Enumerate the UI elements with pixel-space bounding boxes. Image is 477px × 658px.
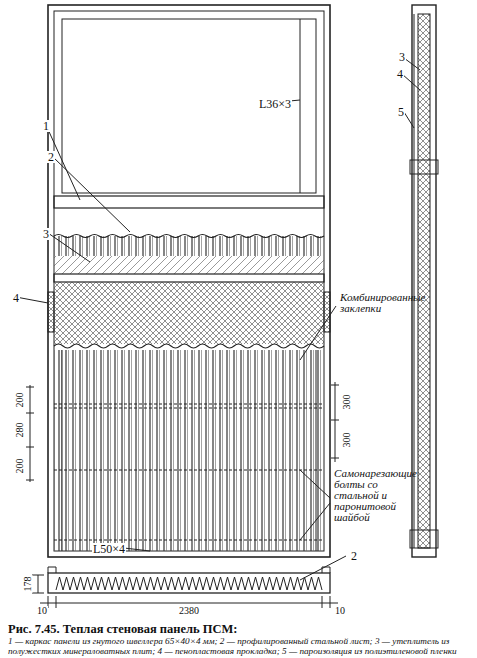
torn-edge: [54, 344, 324, 348]
angle-size: L36×3: [258, 98, 292, 110]
callout-number: 4: [12, 292, 20, 304]
callout-number: 2: [47, 151, 55, 163]
dimension: 280: [15, 422, 25, 439]
dimension: 2380: [178, 606, 200, 616]
torn-edge: [54, 235, 324, 238]
caption-key: 1 — каркас панели из гнутого швеллера 65…: [8, 636, 471, 656]
note-text: Комбинированные заклепки: [340, 292, 414, 314]
callout-number: 3: [42, 228, 50, 240]
callout-number: 5: [397, 106, 405, 118]
dimension: 178: [23, 576, 33, 593]
dimension: 200: [15, 458, 25, 475]
callout-number: 4: [396, 68, 404, 80]
dimension: 300: [342, 432, 352, 449]
angle-size: L50×4: [92, 543, 126, 555]
callout-number: 3: [398, 51, 406, 63]
note-text: Самонарезающие болты со стальной и парон…: [334, 468, 410, 523]
dimension: 10: [36, 606, 48, 616]
dimension: 10: [334, 606, 346, 616]
callout-number: 2: [350, 550, 358, 562]
dimension: 200: [15, 392, 25, 409]
dimension: 300: [342, 394, 352, 411]
callout-number: 1: [42, 120, 50, 132]
figure-caption: Рис. 7.45. Теплая стеновая панель ПСМ:: [8, 622, 471, 636]
caption-block: Рис. 7.45. Теплая стеновая панель ПСМ:1 …: [8, 622, 471, 656]
